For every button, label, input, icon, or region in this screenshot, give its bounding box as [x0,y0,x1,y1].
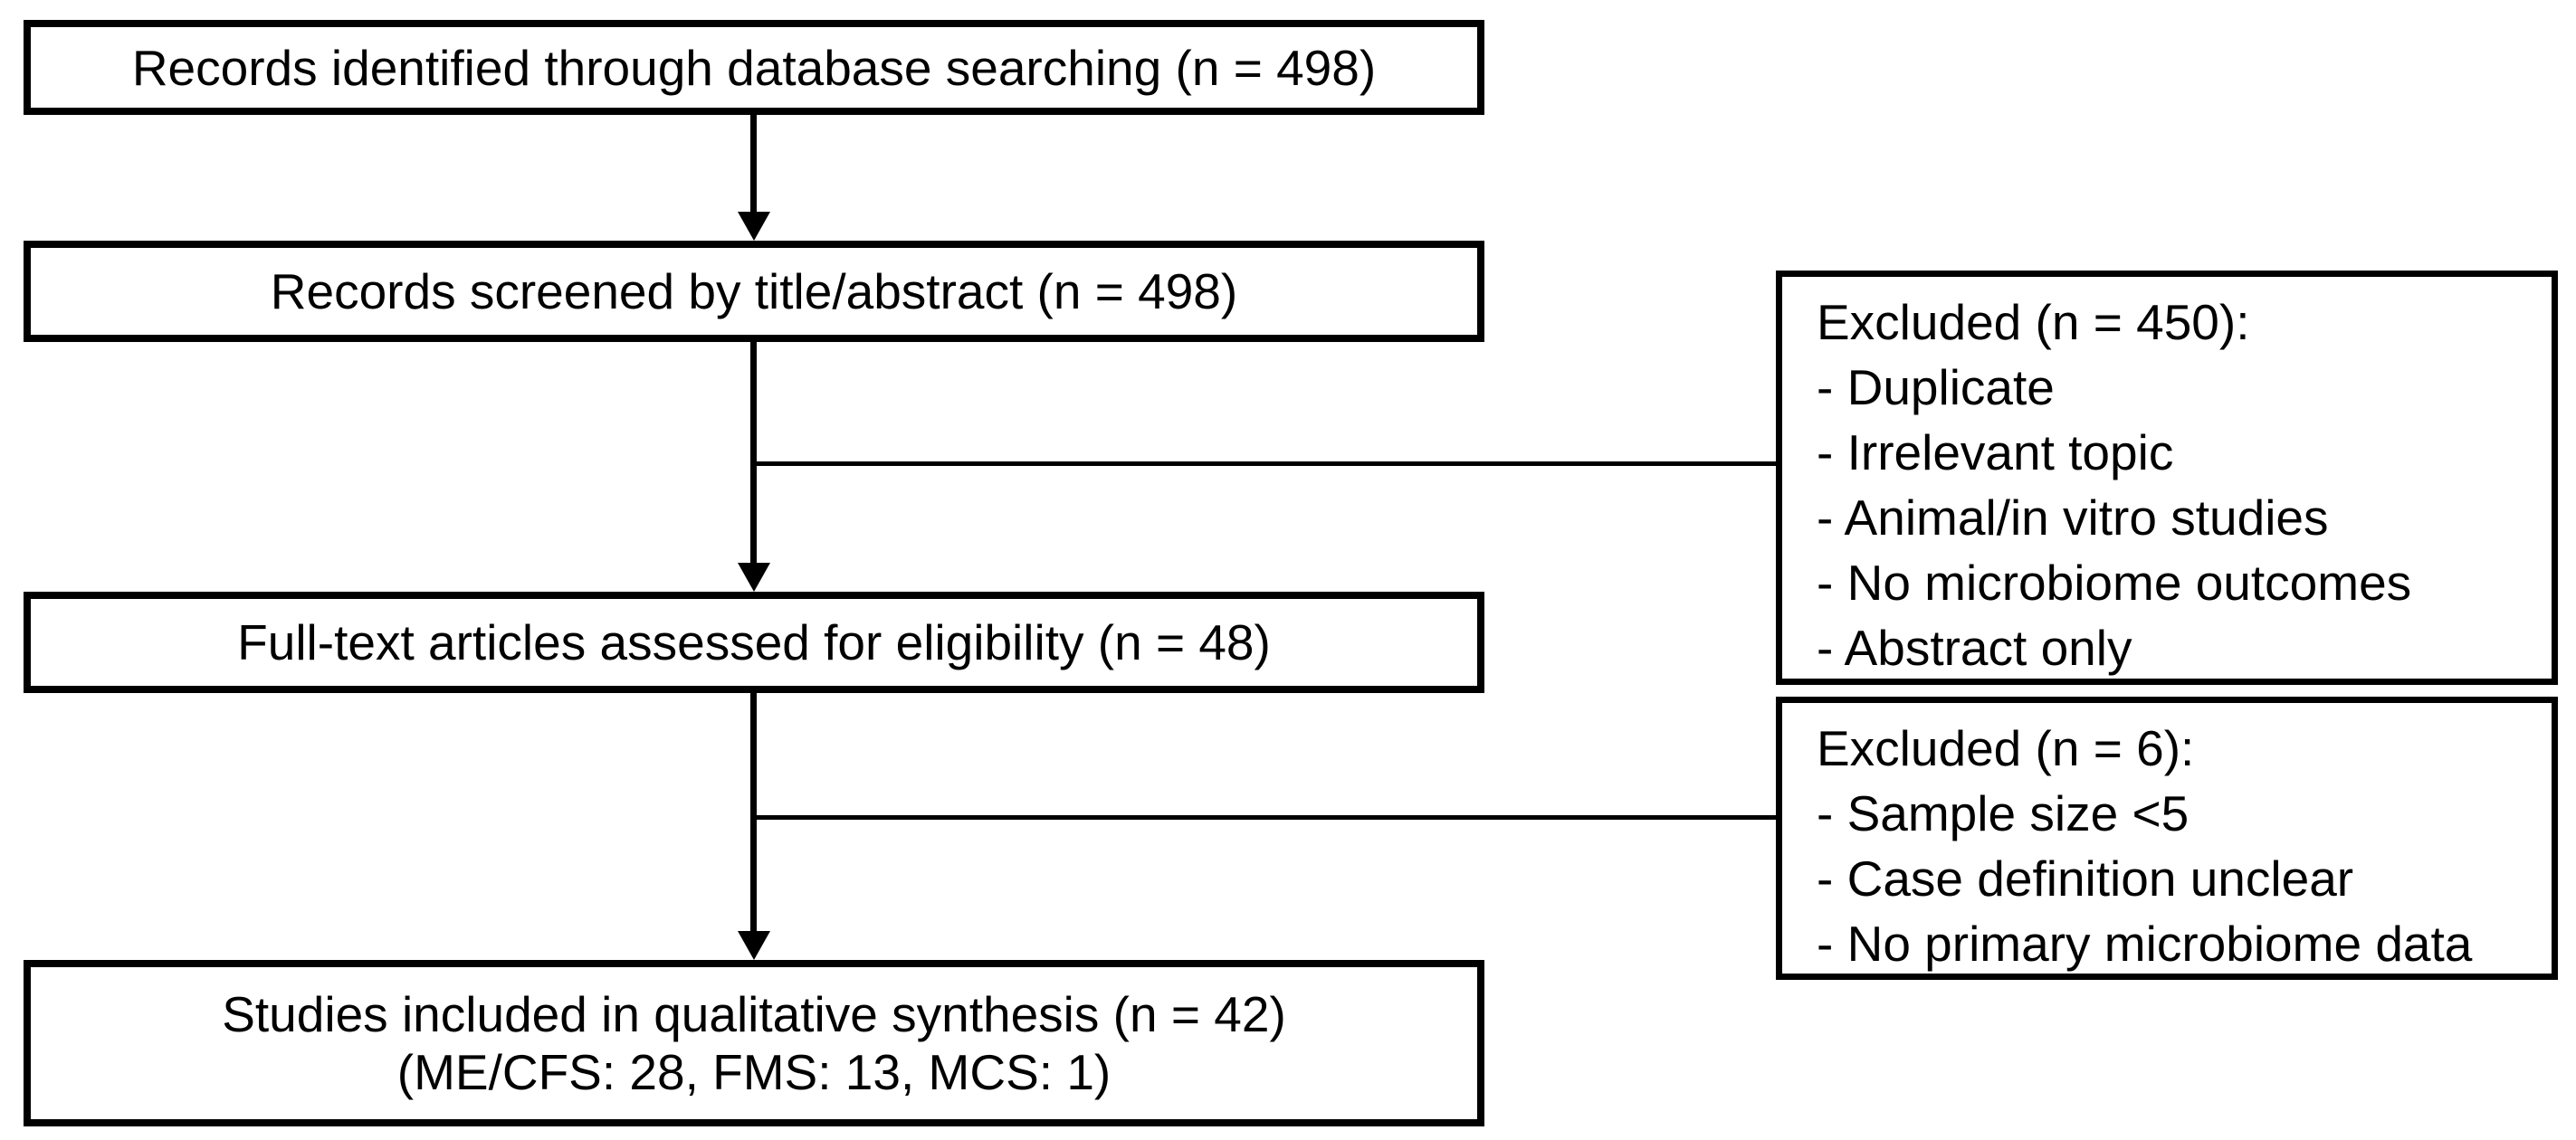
arrowhead-down-icon [738,212,770,241]
excluded-screening-item: - Duplicate [1817,359,2055,415]
records-screened-label: Records screened by title/abstract (n = … [270,263,1238,319]
box-records-identified: Records identified through database sear… [24,20,1484,115]
excluded-screening-title: Excluded (n = 450): [1817,294,2250,350]
excluded-screening-item: - No microbiome outcomes [1817,555,2412,611]
studies-included-label-line2: (ME/CFS: 28, FMS: 13, MCS: 1) [396,1044,1111,1100]
excluded-screening-item: - Irrelevant topic [1817,424,2174,480]
excluded-screening-item: - Abstract only [1817,620,2132,676]
records-identified-label: Records identified through database sear… [131,39,1377,96]
box-fulltext-assessed: Full-text articles assessed for eligibil… [24,592,1484,693]
excluded-fulltext-title: Excluded (n = 6): [1817,720,2195,776]
fulltext-assessed-label: Full-text articles assessed for eligibil… [237,614,1271,670]
box-studies-included: Studies included in qualitative synthesi… [24,960,1484,1126]
excluded-fulltext-item: - No primary microbiome data [1817,916,2473,972]
connector-branch-to-excluded-screening [754,461,1776,466]
connector-screening-to-eligibility [750,342,757,568]
excluded-fulltext-item: - Case definition unclear [1817,850,2354,907]
connector-branch-to-excluded-fulltext [754,815,1776,820]
connector-identification-to-screening [750,115,757,217]
excluded-fulltext-item: - Sample size <5 [1817,785,2190,841]
box-records-screened: Records screened by title/abstract (n = … [24,241,1484,342]
box-excluded-screening: Excluded (n = 450): - Duplicate - Irrele… [1776,271,2558,685]
excluded-screening-item: - Animal/in vitro studies [1817,489,2329,546]
arrowhead-down-icon [738,563,770,592]
arrowhead-down-icon [738,931,770,960]
box-excluded-fulltext: Excluded (n = 6): - Sample size <5 - Cas… [1776,697,2558,980]
studies-included-label-line1: Studies included in qualitative synthesi… [222,986,1286,1042]
connector-eligibility-to-included [750,693,757,936]
